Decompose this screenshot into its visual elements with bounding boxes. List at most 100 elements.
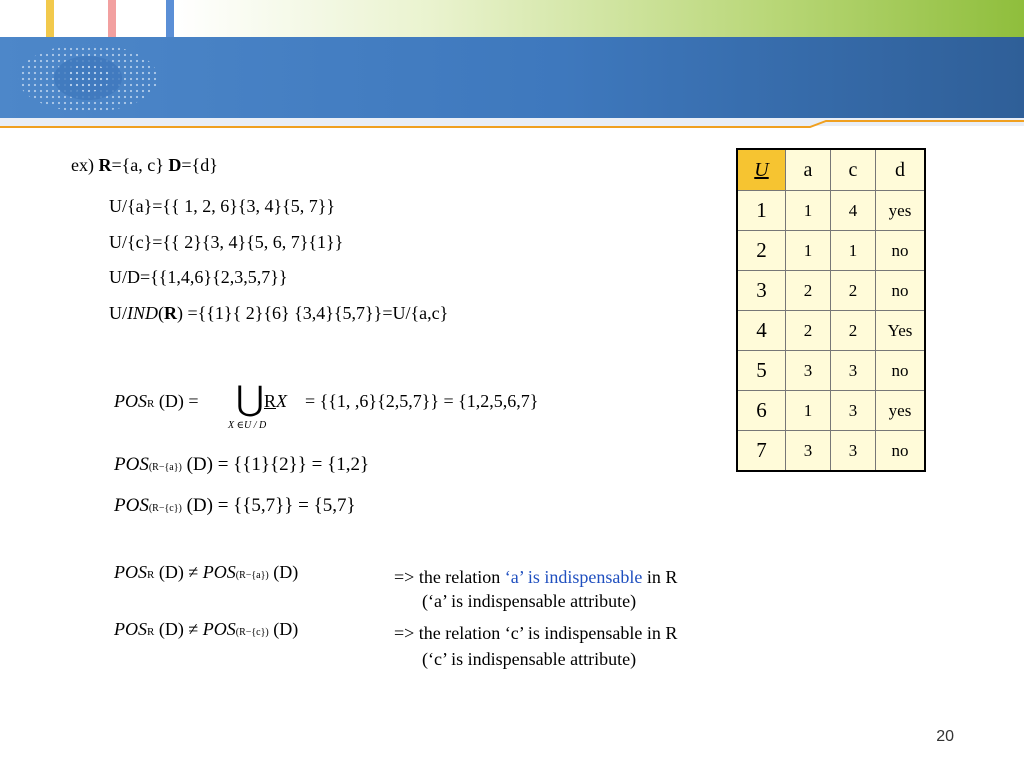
example-r-value: ={a, c} — [111, 155, 164, 175]
table-row: 1 1 4 yes — [736, 190, 926, 231]
cell-u: 3 — [736, 270, 786, 311]
conclusion-c: => the relation ‘c’ is indispensable in … — [394, 623, 678, 643]
ineq-a: POSR (D) ≠ POS(R−{a}) (D) — [114, 563, 298, 581]
uind-ind: IND — [127, 303, 158, 323]
line-ud: U/D={{1,4,6}{2,3,5,7}} — [109, 267, 288, 287]
example-prefix: ex) — [71, 155, 94, 175]
cell-d: no — [875, 430, 926, 472]
cell-c: 1 — [830, 230, 876, 271]
union-subscript: X ∈U / D — [228, 420, 267, 431]
f2-sub: (R−{a}) — [148, 462, 182, 473]
ic-sub2: (R−{c}) — [235, 627, 269, 638]
header-stripe-yellow — [46, 0, 54, 38]
cell-d: yes — [875, 390, 926, 431]
conclusion-a: => the relation ‘a’ is indispensable in … — [394, 568, 677, 586]
ia-d2: (D) — [273, 562, 299, 582]
ic-pos2: POS — [202, 619, 236, 639]
f2-pos: POS — [114, 454, 149, 475]
header-under-line — [0, 118, 1024, 126]
cell-u: 2 — [736, 230, 786, 271]
ia-pos2: POS — [202, 562, 236, 582]
ic-neq: ≠ — [188, 619, 199, 639]
ic-d2: (D) — [273, 619, 299, 639]
cell-u: 1 — [736, 190, 786, 231]
ca-highlight: ‘a’ is indispensable — [504, 567, 643, 587]
cell-d: Yes — [875, 310, 926, 351]
line-uind: U/IND(R) ={{1}{ 2}{6} {3,4}{5,7}}=U/{a,c… — [109, 304, 448, 322]
cell-u: 6 — [736, 390, 786, 431]
f3-sub: (R−{c}) — [148, 503, 182, 514]
cell-c: 3 — [830, 390, 876, 431]
f1-d: (D) — [158, 391, 184, 411]
conclusion-c-note: (‘c’ is indispensable attribute) — [422, 649, 637, 669]
ic-sub: R — [147, 626, 155, 638]
f1-rx-x: X — [276, 391, 288, 411]
ca-text1: the relation — [414, 567, 505, 587]
f1-rx-r: R — [264, 391, 277, 411]
uind-rest: ) ={{1}{ 2}{6} {3,4}{5,7}}=U/{a,c} — [177, 303, 449, 323]
cell-c: 3 — [830, 430, 876, 472]
cell-c: 3 — [830, 350, 876, 391]
cell-c: 2 — [830, 270, 876, 311]
cell-d: no — [875, 350, 926, 391]
cell-a: 2 — [785, 310, 831, 351]
ineq-c: POSR (D) ≠ POS(R−{c}) (D) — [114, 620, 298, 638]
ca-arrow: => — [394, 567, 415, 587]
f1-pos: POS — [114, 391, 147, 411]
formula-pos-r: POSR (D) = — [114, 392, 199, 410]
uind-open: ( — [158, 303, 164, 323]
f2-rhs: (D) = {{1}{2}} = {1,2} — [186, 454, 370, 475]
ia-neq: ≠ — [188, 562, 199, 582]
cell-d: no — [875, 270, 926, 311]
table-header-row: U a c d — [736, 148, 926, 191]
cell-d: yes — [875, 190, 926, 231]
header-orange-line — [0, 120, 1024, 128]
ca-text2: in R — [642, 567, 678, 587]
header-stripe-pink — [108, 0, 116, 38]
ic-pos: POS — [114, 619, 147, 639]
cell-u: 7 — [736, 430, 786, 472]
table-row: 7 3 3 no — [736, 430, 926, 472]
f1-rx: RX — [264, 392, 287, 410]
decision-table: U a c d 1 1 4 yes 2 1 1 no 3 2 2 no 4 2 … — [736, 148, 926, 472]
example-d-value: ={d} — [181, 155, 218, 175]
cell-c: 4 — [830, 190, 876, 231]
f3-rhs: (D) = {{5,7}} = {5,7} — [186, 495, 356, 516]
header-green-gradient — [175, 0, 1024, 38]
table-row: 4 2 2 Yes — [736, 310, 926, 351]
header-stripe-blue — [166, 0, 174, 38]
f1-rhs: = {{1, ,6}{2,5,7}} = {1,2,5,6,7} — [305, 391, 539, 411]
line-ua: U/{a}={{ 1, 2, 6}{3, 4}{5, 7}} — [109, 196, 336, 216]
table-row: 6 1 3 yes — [736, 390, 926, 431]
f1-sub: R — [147, 398, 155, 410]
f1-eq: = — [188, 391, 199, 411]
uind-r: R — [164, 303, 177, 323]
f3-pos: POS — [114, 495, 149, 516]
page-number: 20 — [936, 728, 954, 745]
table-row: 3 2 2 no — [736, 270, 926, 311]
header-d: d — [875, 148, 926, 191]
dotted-logo-icon — [18, 44, 158, 112]
header-a: a — [785, 148, 831, 191]
header-u: U — [736, 148, 786, 191]
conclusion-a-note: (‘a’ is indispensable attribute) — [422, 591, 637, 611]
formula-pos-rc: POS(R−{c}) (D) = {{5,7}} = {5,7} — [114, 496, 356, 515]
example-line: ex) R={a, c} D={d} — [71, 156, 218, 174]
header-c: c — [830, 148, 876, 191]
ia-sub2: (R−{a}) — [235, 570, 269, 581]
ia-pos: POS — [114, 562, 147, 582]
header-blue-band — [0, 37, 1024, 120]
table-row: 5 3 3 no — [736, 350, 926, 391]
ia-d: (D) — [158, 562, 184, 582]
cell-a: 2 — [785, 270, 831, 311]
ic-d: (D) — [158, 619, 184, 639]
cell-a: 1 — [785, 230, 831, 271]
cell-c: 2 — [830, 310, 876, 351]
example-d: D — [168, 155, 182, 175]
union-symbol: ⋃ — [236, 379, 264, 419]
cell-d: no — [875, 230, 926, 271]
cell-a: 1 — [785, 390, 831, 431]
cell-u: 5 — [736, 350, 786, 391]
table-row: 2 1 1 no — [736, 230, 926, 271]
example-r: R — [98, 155, 112, 175]
